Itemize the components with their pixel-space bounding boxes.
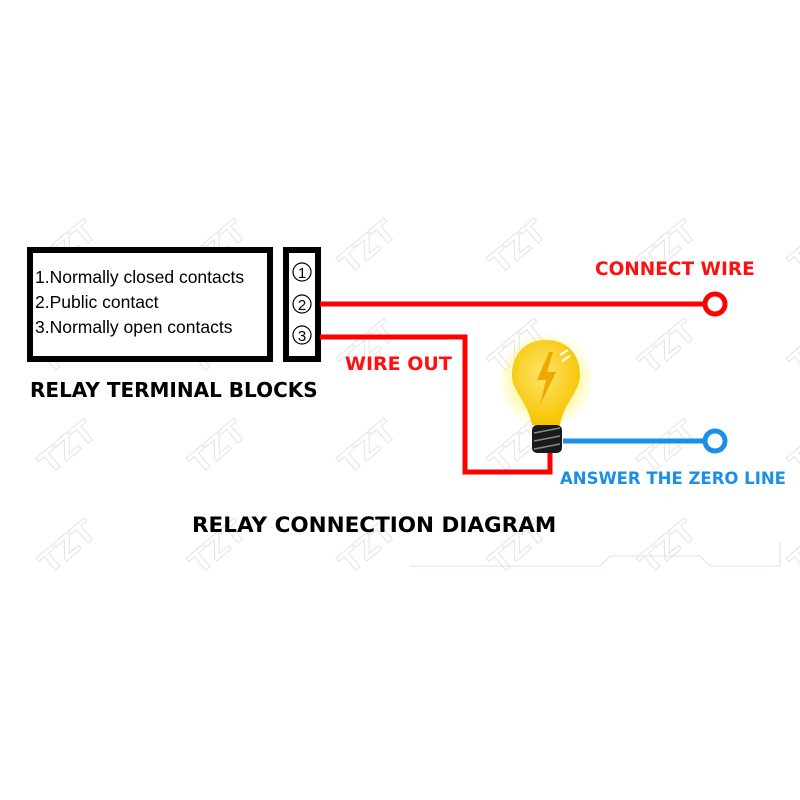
connect-wire-label: CONNECT WIRE: [595, 259, 755, 280]
svg-text:1: 1: [298, 265, 306, 282]
terminal-3: 3: [292, 325, 312, 345]
decorative-line: [410, 542, 781, 567]
diagram-title: RELAY CONNECTION DIAGRAM: [192, 513, 556, 538]
watermark-text: TZT: [33, 514, 104, 581]
connect-wire-terminal: [702, 291, 728, 317]
wire-out-line: [320, 334, 553, 475]
watermark-text: TZT: [333, 214, 404, 281]
terminal-1: 1: [292, 262, 312, 282]
watermark-text: TZT: [783, 214, 800, 281]
svg-text:3: 3: [298, 328, 306, 345]
terminal-2: 2: [292, 294, 312, 314]
watermark-text: TZT: [783, 514, 800, 581]
watermark-text: TZT: [33, 414, 104, 481]
watermark-text: TZT: [183, 414, 254, 481]
watermark-text: TZT: [483, 214, 554, 281]
watermark-text: TZT: [333, 414, 404, 481]
legend-item-1: 1.Normally closed contacts: [35, 267, 244, 287]
terminal-blocks-label: RELAY TERMINAL BLOCKS: [30, 378, 318, 402]
svg-text:2: 2: [298, 297, 306, 314]
zero-line-terminal: [702, 428, 728, 454]
watermark-text: TZT: [633, 514, 704, 581]
light-bulb-icon: [498, 332, 594, 453]
legend-item-2: 2.Public contact: [35, 292, 159, 312]
terminal-block: [283, 247, 321, 362]
wire-out-label: WIRE OUT: [345, 353, 452, 375]
legend-box: [27, 247, 273, 362]
zero-line-label: ANSWER THE ZERO LINE: [560, 469, 786, 488]
watermark-text: TZT: [783, 314, 800, 381]
legend-item-3: 3.Normally open contacts: [35, 317, 233, 337]
watermark-text: TZT: [633, 314, 704, 381]
